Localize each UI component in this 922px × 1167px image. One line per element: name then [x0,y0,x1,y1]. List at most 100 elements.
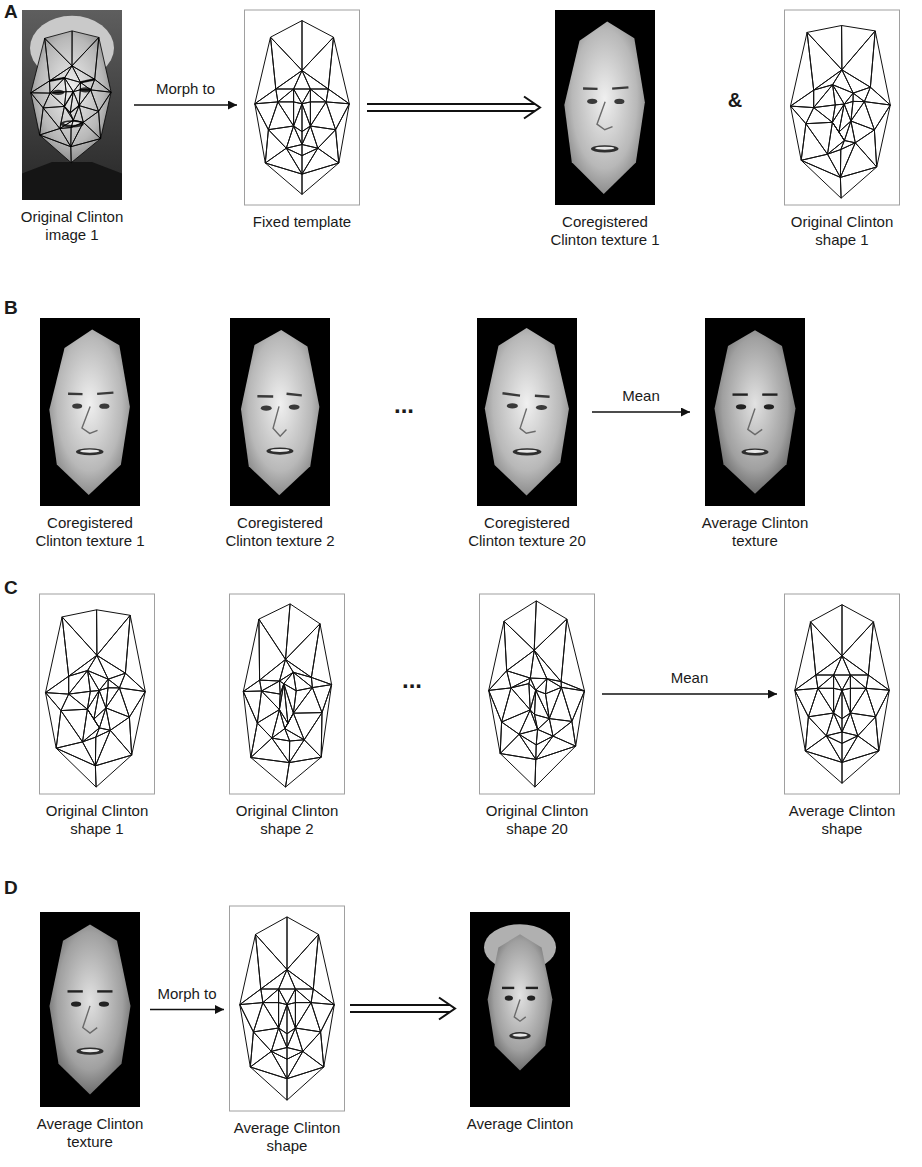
arrow-shaft [350,1004,450,1006]
mouth [509,1032,531,1039]
panel-caption: Average Clinton texture [30,1115,150,1151]
eyebrow [762,393,777,395]
arrow-line [592,411,690,412]
mesh-wireframe [489,601,585,787]
eye [261,406,272,411]
face [715,330,796,494]
shape-frame [230,594,345,794]
panel-illustration [705,318,805,506]
mesh-wireframe [791,26,891,199]
eye [99,404,109,409]
panel-illustration [785,10,900,205]
panel-letter: C [4,578,18,597]
panel-caption: Original Clinton image 1 [10,208,134,244]
panel-illustration [40,318,140,506]
eyebrow [583,87,597,90]
arrow-line [150,1009,224,1010]
mesh-wireframe [31,31,111,163]
arrow-shaft [367,110,535,112]
eyebrow [257,395,273,398]
panel-illustration [245,10,360,205]
image-ground [555,10,655,205]
figure-panel: Original Clinton shape 20 [472,594,602,838]
eyebrow [97,990,112,992]
nose [83,1006,97,1033]
ellipsis: ... [394,393,414,417]
process-arrow [150,1009,224,1010]
panel-illustration [785,594,900,794]
nose [514,1000,526,1022]
shape-frame [40,594,155,794]
teeth [80,450,99,453]
face [31,31,111,163]
eye [614,99,624,104]
panel-caption: Average Clinton texture [690,514,820,550]
shape-frame [245,10,360,205]
arrow-label: Mean [620,387,662,405]
panel-caption: Fixed template [237,213,367,231]
process-arrow [592,412,690,413]
panel-illustration [480,594,595,794]
eyebrow [612,87,628,88]
photo-ground [22,10,122,200]
figure-panel: Original Clinton image 1 [10,10,134,244]
image-ground [230,318,330,506]
ampersand: & [728,90,742,110]
face [488,934,553,1070]
eye [505,995,513,1000]
eye [99,1001,109,1006]
teeth [512,1034,527,1037]
figure-panel: Average Clinton [455,912,585,1133]
eye [507,403,518,408]
figure-panel: Average Clinton texture [690,318,820,550]
mouth [77,1048,104,1055]
figure-panel: Coregistered Clinton texture 2 [215,318,345,550]
face [49,329,130,495]
figure-panel: Fixed template [237,10,367,231]
panel-caption: Coregistered Clinton texture 1 [25,514,155,550]
figure-panel: Coregistered Clinton texture 1 [25,318,155,550]
eyebrow [526,987,538,989]
face [241,330,319,495]
process-arrow [602,694,777,695]
image-ground [705,318,805,506]
figure-panel: Average Clinton shape [777,594,907,838]
eye [764,404,774,409]
figure-panel: Coregistered Clinton texture 20 [462,318,592,550]
eyebrow [502,393,520,395]
image-ground [470,912,570,1107]
arrow-shaft [367,103,535,105]
panel-caption: Original Clinton shape 20 [472,802,602,838]
teeth [595,147,614,150]
eye [587,99,597,104]
double-arrow [350,998,455,1020]
panel-letter: A [4,2,18,21]
panel-illustration [470,912,570,1107]
figure-panel: Average Clinton shape [224,906,350,1155]
panel-illustration [22,10,122,200]
panel-caption: Original Clinton shape 1 [32,802,162,838]
eye [527,995,535,1000]
eyebrow [535,395,550,398]
nose [597,102,613,130]
shape-frame [480,594,595,794]
panel-caption: Original Clinton shape 1 [777,213,907,249]
eyebrow [97,393,113,394]
panel-caption: Average Clinton shape [777,802,907,838]
arrow-line [134,104,237,105]
teeth [81,1049,100,1052]
shape-frame [785,594,900,794]
eyebrow [502,987,514,989]
figure-panel: Coregistered Clinton texture 1 [540,10,670,249]
process-arrow [134,105,237,106]
arrow-label: Morph to [154,80,217,98]
figure-panel: Original Clinton shape 2 [222,594,352,838]
arrow-label: Morph to [155,985,218,1003]
eye [71,1001,81,1006]
figure-panel: Original Clinton shape 1 [777,10,907,249]
mouth [266,447,293,454]
eye [289,404,300,409]
eyebrow [68,990,83,992]
